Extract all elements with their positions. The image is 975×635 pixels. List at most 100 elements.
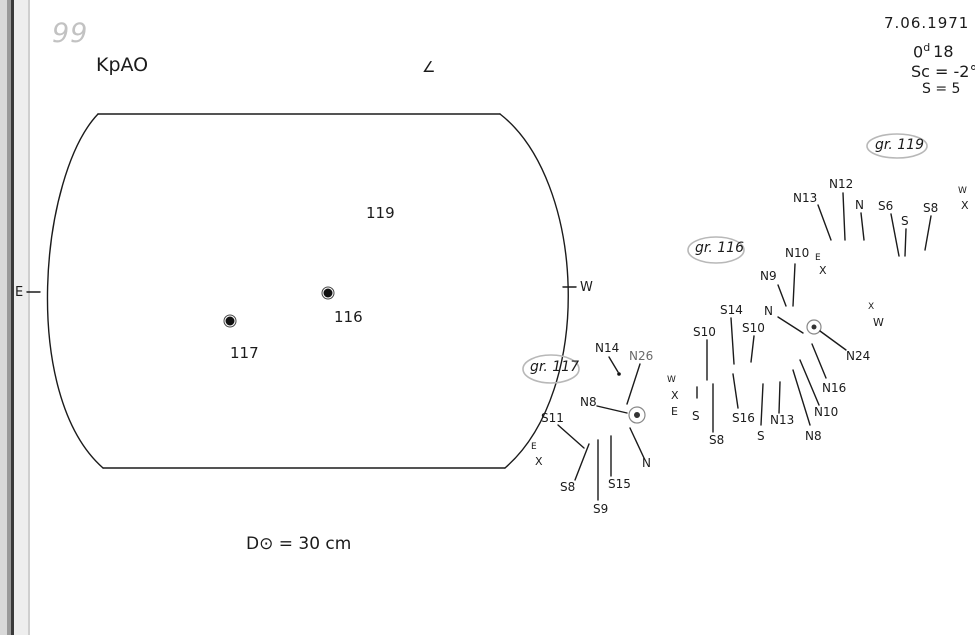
observatory-label: KpAO [96, 54, 149, 76]
g117-line-n14 [608, 356, 619, 373]
g117-line-s8 [574, 443, 590, 481]
sunspot-117-ring [223, 314, 237, 328]
g116-line-n13 [778, 381, 781, 414]
g116-spot-n: N [764, 304, 773, 318]
g116-dir-x2: X [868, 302, 875, 312]
g116-line-n10b [799, 359, 820, 406]
group-117-main-spot-ring [628, 406, 646, 424]
group-117-main-spot [634, 412, 640, 418]
g119-line-n12 [842, 192, 846, 241]
sunspot-116 [323, 288, 333, 298]
g116-spot-n13: N13 [770, 413, 795, 427]
g116-spot-s10b: S10 [742, 321, 765, 335]
g116-line-n24 [819, 330, 847, 351]
g116-spot-n9: N9 [760, 269, 777, 283]
group-116-title: gr. 116 [695, 240, 744, 256]
g116-spot-s10a: S10 [693, 325, 716, 339]
g117-dot-n14 [617, 372, 621, 376]
g117-dir-e: E [671, 405, 678, 418]
g116-spot-s14: S14 [720, 303, 743, 317]
g119-line-s8 [924, 215, 932, 251]
g119-line-n [860, 212, 865, 241]
g116-spot-n10b: N10 [814, 405, 839, 419]
g116-spot-n24: N24 [846, 349, 871, 363]
group-117-title-oval [522, 354, 580, 384]
g119-line-s [904, 228, 907, 257]
g117-spot-n14: N14 [595, 341, 620, 355]
g116-line-s16 [732, 373, 739, 409]
group-label-117: 117 [230, 344, 259, 362]
g119-line-s6 [890, 213, 900, 257]
time-day: 0 [913, 42, 924, 62]
time-unit: d [923, 41, 931, 54]
g116-line-n10 [792, 263, 796, 307]
observation-date: 7.06.1971 [884, 14, 970, 32]
g117-line-s11 [557, 424, 585, 449]
g117-dir-w: W [667, 375, 676, 385]
g119-spot-n: N [855, 198, 864, 212]
g117-spot-s9: S9 [593, 502, 609, 516]
group-116-title-oval [687, 236, 745, 264]
g116-line-n9 [777, 284, 787, 307]
seeing-s: S = 5 [922, 81, 961, 97]
group-116-main-spot [811, 324, 817, 330]
g117-spot-n: N [642, 456, 651, 470]
group-116-main-spot-ring [806, 319, 822, 335]
g119-spot-s8: S8 [923, 201, 939, 215]
disk-east-label: E [15, 285, 24, 300]
g117-line-n8 [596, 405, 628, 414]
group-117-title: gr. 117 [530, 359, 579, 375]
g117-line-n [629, 427, 645, 459]
g116-line-s10b [750, 335, 755, 363]
g117-spot-n8: N8 [580, 395, 597, 409]
g116-spot-n8: N8 [805, 429, 822, 443]
g119-spot-s: S [901, 214, 909, 228]
g117-line-n26 [626, 363, 641, 405]
group-label-116: 116 [334, 308, 363, 326]
g119-dir-x: X [961, 199, 969, 212]
g119-spot-n13: N13 [793, 191, 818, 205]
g119-spot-s6: S6 [878, 199, 894, 213]
g117-dir-e2: E [531, 442, 537, 452]
position-angle-mark: ∠ [422, 58, 436, 76]
g116-line-n16 [811, 343, 827, 379]
disk-diameter: D⊙ = 30 cm [246, 534, 352, 554]
group-label-119: 119 [366, 204, 395, 222]
group-119-title-oval [866, 133, 928, 159]
group-119-title: gr. 119 [875, 137, 924, 153]
sunspot-116-ring [321, 286, 335, 300]
g116-line-s14 [730, 317, 735, 365]
g116-spot-s: S [692, 409, 700, 423]
g116-spot-n10: N10 [785, 246, 810, 260]
g119-spot-n12: N12 [829, 177, 854, 191]
g116-line-s2 [760, 383, 764, 426]
sunspot-117 [225, 316, 235, 326]
g116-spot-s2: S [757, 429, 765, 443]
time-min: 18 [933, 42, 954, 62]
g116-dir-w: W [873, 316, 884, 329]
scan-edge [0, 0, 30, 635]
g117-dir-x: X [671, 389, 679, 402]
seeing-sc: Sc = -2° [911, 62, 975, 81]
disk-east-limb [46, 113, 104, 469]
g117-spot-n26: N26 [629, 349, 654, 363]
g119-dir-w: W [958, 186, 967, 196]
g116-line-n [777, 316, 804, 334]
g117-spot-s15: S15 [608, 477, 631, 491]
page-number: 99 [52, 18, 89, 49]
g116-spot-s16: S16 [732, 411, 755, 425]
g117-spot-s11: S11 [541, 411, 564, 425]
disk-west-label: W [580, 280, 593, 295]
g116-spot-n16: N16 [822, 381, 847, 395]
g119-line-n13 [817, 204, 832, 241]
g117-spot-s8: S8 [560, 480, 576, 494]
g116-dir-e: E [815, 253, 821, 263]
g116-line-n8 [792, 369, 811, 426]
g117-dir-x2: X [535, 455, 543, 468]
g116-spot-s8: S8 [709, 433, 725, 447]
g116-dir-x: X [819, 264, 827, 277]
